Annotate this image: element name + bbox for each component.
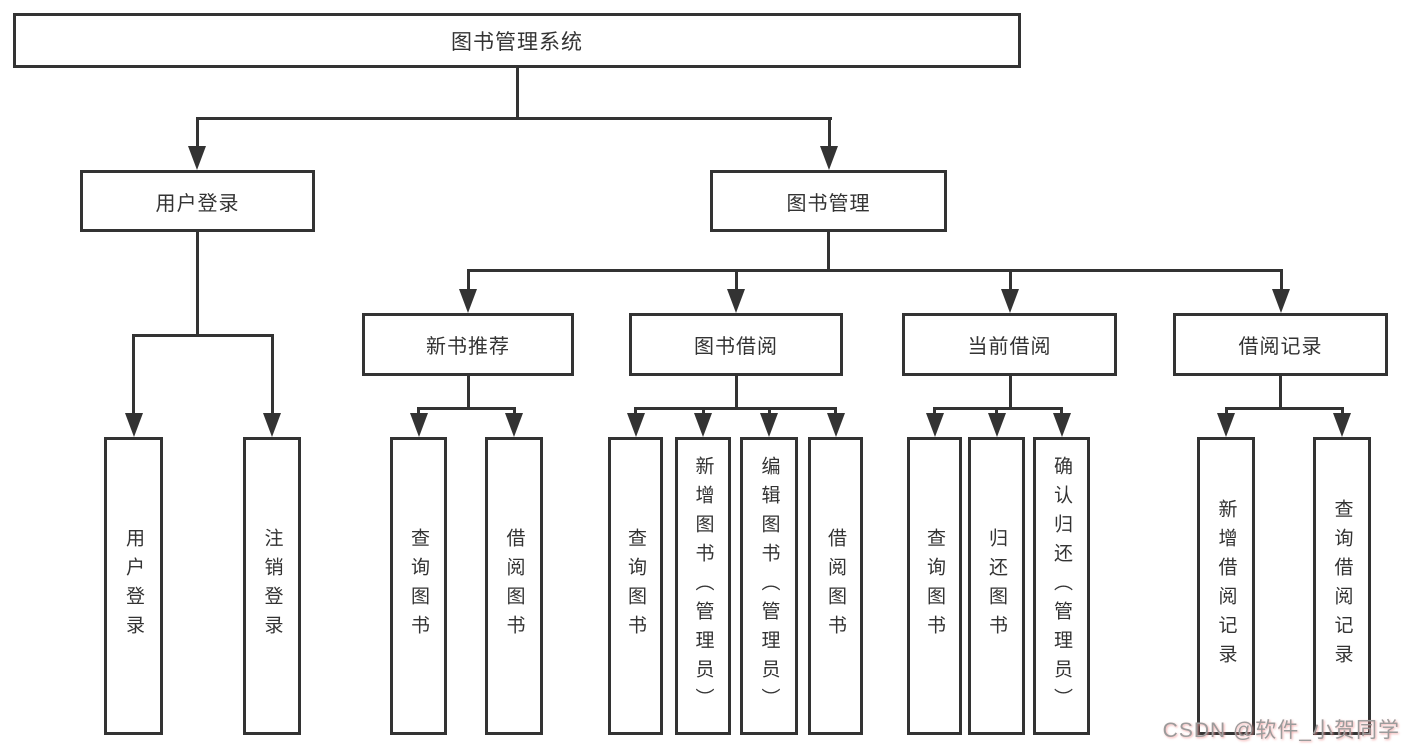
connector-borrowing-stem <box>734 376 738 410</box>
arrow-down-icon <box>760 413 778 437</box>
connector-recommend-branch <box>417 407 516 410</box>
leaf-add-borrow-record: 新增借阅记录 <box>1197 437 1255 735</box>
connector-book-mgmt-drop-1 <box>466 269 470 292</box>
leaf-user-login: 用户登录 <box>104 437 163 735</box>
node-book-borrowing: 图书借阅 <box>629 313 843 376</box>
arrow-down-icon <box>1272 289 1290 313</box>
connector-book-mgmt-drop-4 <box>1279 269 1283 292</box>
connector-book-mgmt-drop-3 <box>1008 269 1012 292</box>
connector-user-login-stem <box>196 232 199 336</box>
leaf-confirm-return-admin: 确认归还（管理员） <box>1033 437 1090 735</box>
arrow-down-icon <box>188 146 206 170</box>
leaf-query-borrow-record: 查询借阅记录 <box>1313 437 1371 735</box>
connector-root-drop-left <box>195 117 199 150</box>
connector-borrowing-drop-2 <box>701 407 705 416</box>
arrow-down-icon <box>820 146 838 170</box>
node-book-management: 图书管理 <box>710 170 947 232</box>
connector-user-login-branch <box>132 334 274 337</box>
leaf-borrow-books: 借阅图书 <box>808 437 863 735</box>
node-current-borrowing: 当前借阅 <box>902 313 1117 376</box>
node-new-book-recommend: 新书推荐 <box>362 313 574 376</box>
connector-borrowing-drop-4 <box>834 407 837 416</box>
leaf-logout: 注销登录 <box>243 437 301 735</box>
connector-book-mgmt-drop-2 <box>734 269 738 292</box>
connector-user-login-drop-2 <box>270 334 274 416</box>
connector-borrowing-branch <box>634 407 837 410</box>
connector-current-drop-3 <box>1060 407 1063 416</box>
leaf-return-books: 归还图书 <box>968 437 1025 735</box>
connector-records-drop-1 <box>1224 407 1228 416</box>
leaf-query-books-borrowing: 查询图书 <box>608 437 663 735</box>
connector-records-stem <box>1279 376 1282 410</box>
connector-book-mgmt-stem <box>827 232 830 272</box>
arrow-down-icon <box>1001 289 1019 313</box>
arrow-down-icon <box>727 289 745 313</box>
connector-book-mgmt-branch <box>466 269 1283 272</box>
leaf-add-books-admin: 新增图书（管理员） <box>675 437 731 735</box>
connector-recommend-stem <box>466 376 470 410</box>
connector-recommend-drop-1 <box>417 407 420 416</box>
arrow-down-icon <box>409 413 428 437</box>
connector-root-stem <box>515 68 519 120</box>
connector-root-branch <box>195 117 832 120</box>
arrow-down-icon <box>826 413 845 437</box>
arrow-down-icon <box>263 413 281 437</box>
arrow-down-icon <box>987 413 1006 437</box>
connector-user-login-drop-1 <box>132 334 135 416</box>
leaf-query-books-current: 查询图书 <box>907 437 962 735</box>
connector-current-drop-1 <box>933 407 936 416</box>
arrow-down-icon <box>505 413 523 437</box>
connector-records-branch <box>1224 407 1344 410</box>
connector-root-drop-right <box>827 117 831 150</box>
leaf-query-books-recommend: 查询图书 <box>390 437 447 735</box>
arrow-down-icon <box>1052 413 1071 437</box>
connector-borrowing-drop-1 <box>634 407 637 416</box>
connector-current-branch <box>933 407 1063 410</box>
connector-records-drop-2 <box>1340 407 1344 416</box>
arrow-down-icon <box>124 413 143 437</box>
node-borrow-records: 借阅记录 <box>1173 313 1388 376</box>
arrow-down-icon <box>626 413 645 437</box>
arrow-down-icon <box>1217 413 1235 437</box>
node-user-login: 用户登录 <box>80 170 315 232</box>
node-root: 图书管理系统 <box>13 13 1021 68</box>
arrow-down-icon <box>694 413 712 437</box>
connector-current-drop-2 <box>995 407 998 416</box>
arrow-down-icon <box>925 413 944 437</box>
watermark: CSDN @软件_小贺同学 <box>1162 719 1400 742</box>
arrow-down-icon <box>1333 413 1351 437</box>
connector-borrowing-drop-3 <box>767 407 771 416</box>
leaf-borrow-books-recommend: 借阅图书 <box>485 437 543 735</box>
arrow-down-icon <box>459 289 477 313</box>
connector-current-stem <box>1008 376 1012 410</box>
leaf-edit-books-admin: 编辑图书（管理员） <box>740 437 798 735</box>
connector-recommend-drop-2 <box>512 407 516 416</box>
